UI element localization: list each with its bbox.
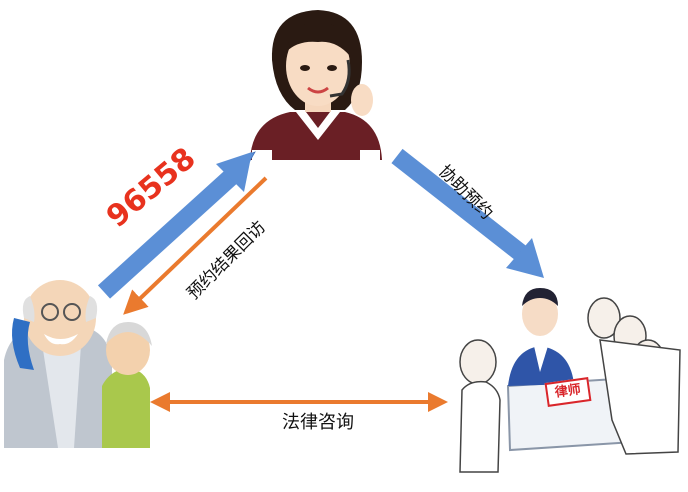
- arrow-hotline-head: [216, 152, 252, 192]
- elderly-couple-illustration: [4, 280, 152, 448]
- arrow-assist-head: [506, 238, 544, 278]
- arrow-consult-head-right: [428, 392, 448, 412]
- arrow-consult-head-left: [150, 392, 170, 412]
- arrow-assist-shaft: [391, 148, 533, 266]
- operator-illustration: [250, 10, 382, 162]
- arrow-callback: [123, 176, 268, 315]
- legal-consult-label: 法律咨询: [282, 412, 354, 433]
- arrow-hotline-shaft: [97, 169, 239, 299]
